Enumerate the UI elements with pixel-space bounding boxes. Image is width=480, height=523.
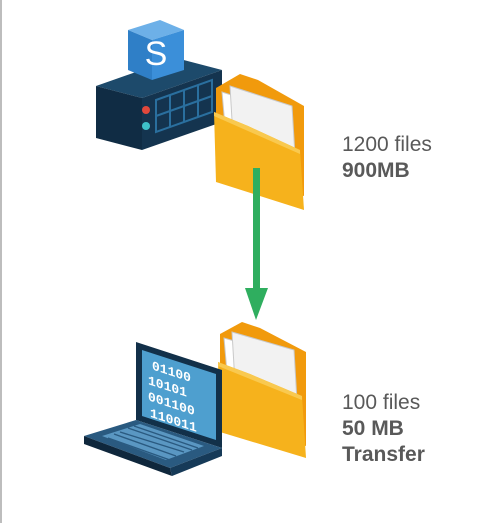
server-icon: S (96, 20, 222, 150)
server-light-teal (142, 122, 150, 130)
source-info: 1200 files 900MB (342, 132, 432, 184)
destination-action: Transfer (342, 443, 425, 466)
top-folder-icon (214, 74, 304, 210)
destination-info: 100 files 50 MB Transfer (342, 390, 425, 468)
laptop-binary-text: 01100 10101 001100 110011 (148, 360, 197, 437)
left-divider (0, 0, 2, 523)
destination-size: 50 MB (342, 417, 404, 440)
source-size: 900MB (342, 159, 410, 182)
laptop-icon: 01100 10101 001100 110011 (84, 342, 222, 476)
bottom-folder-icon (218, 322, 306, 458)
laptop-screen (142, 350, 216, 440)
source-file-count: 1200 files (342, 133, 432, 156)
logo-cube-icon: S (128, 20, 184, 80)
logo-letter: S (145, 35, 168, 73)
server-light-red (142, 106, 150, 114)
destination-file-count: 100 files (342, 391, 421, 414)
transfer-arrow (245, 168, 268, 320)
